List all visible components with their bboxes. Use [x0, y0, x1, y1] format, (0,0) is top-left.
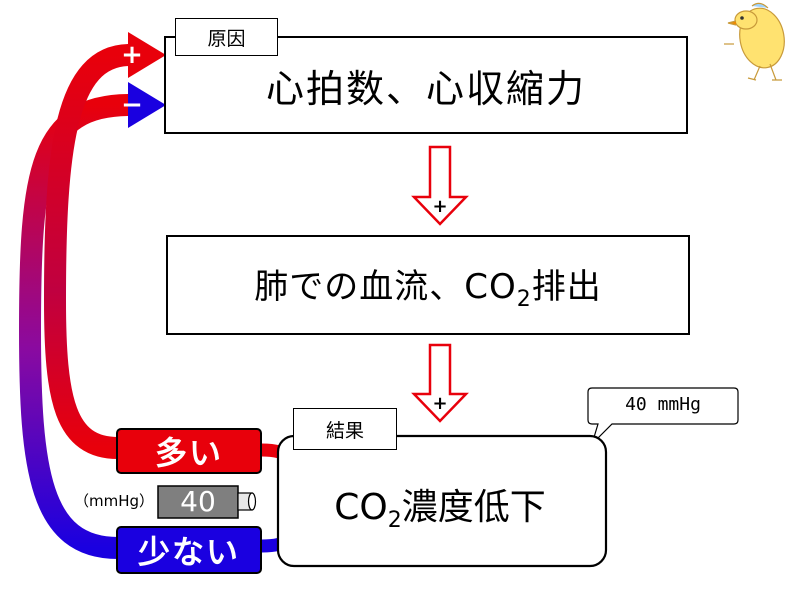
gauge-unit: （mmHg）	[73, 492, 155, 510]
low-pill: 少ない	[116, 526, 262, 574]
callout-text: 40 mmHg	[625, 394, 701, 415]
result-text-post: 濃度低下	[401, 487, 546, 528]
down-arrow-2-sign: +	[432, 393, 448, 414]
red-arrowhead	[128, 32, 166, 78]
result-text: CO2濃度低下	[290, 478, 590, 533]
middle-text-tail: 排出	[531, 266, 602, 307]
middle-text: 肺での血流、CO2排出	[254, 259, 602, 312]
middle-text-sub: 2	[516, 286, 532, 312]
gauge-value: 40	[180, 485, 216, 518]
middle-text-main: 肺での血流、CO	[254, 266, 517, 307]
red-feedback-curve	[43, 44, 131, 459]
blue-arrowhead	[128, 82, 166, 128]
high-pill: 多い	[116, 428, 262, 474]
minus-sign: −	[121, 90, 143, 120]
down-arrow-1-sign: +	[432, 196, 448, 217]
gauge-tip	[247, 492, 257, 511]
plus-sign: +	[121, 40, 143, 70]
result-text-pre: CO	[334, 487, 388, 528]
down-arrow-2	[411, 343, 469, 423]
chick-illustration	[724, 2, 785, 81]
cause-tag: 原因	[175, 18, 278, 56]
cause-text: 心拍数、心収縮力	[265, 66, 586, 111]
result-tag: 結果	[293, 408, 397, 450]
gauge-body	[157, 485, 239, 519]
callout-shape	[587, 387, 739, 445]
down-arrow-1	[411, 145, 469, 226]
middle-box: 肺での血流、CO2排出	[166, 235, 690, 335]
result-text-sub: 2	[387, 508, 402, 534]
result-box	[276, 434, 608, 568]
